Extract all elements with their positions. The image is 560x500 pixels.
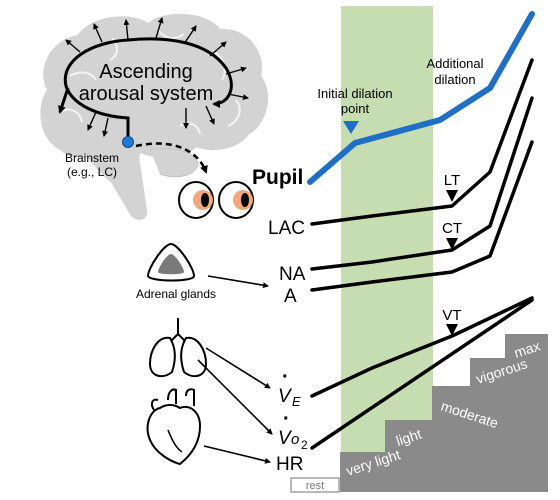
initial-dilation-marker: [343, 121, 359, 134]
ct-label: CT: [442, 220, 462, 237]
initial-dilation-line2: point: [341, 101, 370, 116]
lungs-to-vo2-arrow: [197, 359, 273, 435]
brainstem-dot: [122, 136, 134, 148]
rest-step: [290, 477, 340, 493]
additional-dilation-line1: Additional: [426, 56, 483, 71]
ve-label: V: [278, 386, 293, 407]
brainstem-label-line1: Brainstem: [65, 151, 119, 165]
hr-label: HR: [276, 454, 303, 475]
additional-dilation-line2: dilation: [434, 72, 475, 87]
lungs-to-ve-arrow: [205, 347, 271, 389]
a-curve: [310, 140, 534, 292]
adrenal-to-na-arrow: [207, 275, 269, 289]
brain-title-line2: arousal system: [79, 83, 214, 105]
step-label-light: light: [394, 426, 423, 449]
brain-shape: [40, 13, 269, 220]
adrenal-glands-illustration: [146, 242, 196, 282]
vo2-hr-curve: [310, 298, 534, 450]
na-label: NA: [279, 264, 306, 285]
brain-title-line1: Ascending: [99, 61, 192, 83]
intensity-stairs: [340, 334, 548, 492]
lt-label: LT: [444, 172, 460, 189]
vt-label: VT: [442, 307, 461, 324]
ve-subscript: E: [292, 394, 301, 409]
adrenal-glands-label: Adrenal glands: [136, 287, 216, 301]
lt-marker: [446, 190, 458, 202]
vo2-o: o: [291, 431, 299, 448]
brainstem-to-eyes-arrow: [135, 142, 208, 174]
ve-dot: ·: [282, 366, 289, 388]
lungs-illustration: [148, 318, 208, 378]
lac-curve: [310, 58, 534, 226]
step-label-rest: rest: [306, 480, 324, 492]
step-label-max: max: [512, 337, 542, 360]
pupil-curve: [307, 11, 535, 185]
brain-illustration: [40, 13, 269, 220]
vt-marker: [446, 324, 458, 336]
heart-illustration: [146, 388, 202, 466]
vo2-dot: ·: [283, 408, 290, 430]
lac-label: LAC: [268, 218, 305, 239]
brainstem-label-line2: (e.g., LC): [67, 165, 117, 179]
a-label: A: [284, 286, 297, 307]
heart-to-hr-arrow: [203, 445, 271, 464]
initial-dilation-line1: Initial dilation: [317, 86, 392, 101]
threshold-band: [341, 6, 433, 492]
eyes-illustration: [178, 181, 254, 219]
pupil-label: Pupil: [252, 166, 303, 189]
vo2-subscript: 2: [301, 438, 308, 452]
ct-marker: [446, 238, 458, 250]
vo2-v: V: [278, 428, 293, 449]
arousal-radiating-arrows: [65, 17, 249, 137]
